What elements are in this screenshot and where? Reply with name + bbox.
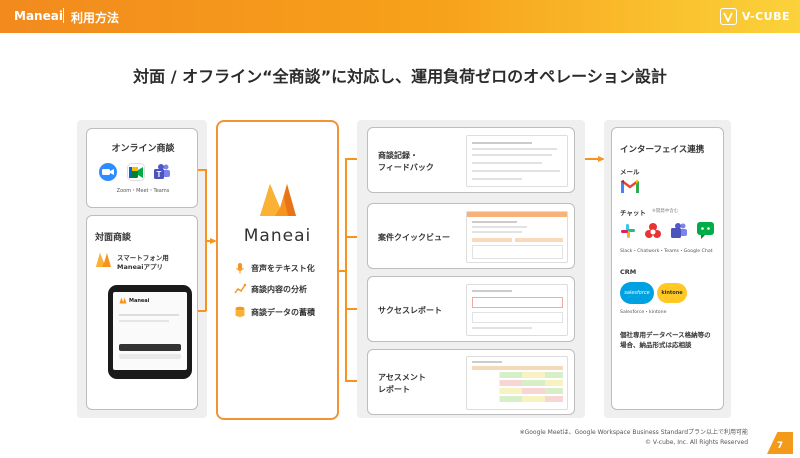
connector-output-4 bbox=[345, 380, 359, 382]
smartphone-mockup: Maneai bbox=[108, 285, 192, 379]
phone-content-line bbox=[119, 314, 179, 316]
maneai-logo-icon bbox=[258, 180, 298, 218]
custom-db-note-line1: 個社専用データベース格納等の bbox=[620, 331, 711, 339]
google-chat-icon bbox=[697, 222, 714, 239]
vcube-logo-icon bbox=[719, 8, 737, 25]
salesforce-logo-text: salesforce bbox=[624, 290, 650, 296]
chat-apps-caption: Slack・Chatwork・Teams・Google Chat bbox=[620, 249, 713, 254]
integrations-title: インターフェイス連携 bbox=[620, 145, 705, 155]
output-title-line1: サクセスレポート bbox=[378, 306, 442, 315]
header-divider bbox=[63, 8, 64, 23]
slack-icon bbox=[620, 223, 636, 239]
feature-item: 音声をテキスト化 bbox=[234, 262, 315, 274]
online-apps-caption: Zoom・Meet・Teams bbox=[116, 188, 170, 194]
output-card-assessment: アセスメント レポート bbox=[367, 349, 575, 415]
feature-label: 音声をテキスト化 bbox=[251, 263, 315, 273]
phone-app-logo: Maneai bbox=[119, 297, 149, 304]
connector-to-integrations bbox=[585, 158, 599, 160]
connector-vertical-outputs bbox=[345, 158, 347, 380]
custom-db-note-line2: 場合、納品形式は応相談 bbox=[620, 341, 692, 349]
copyright: © V-cube, Inc. All Rights Reserved bbox=[644, 439, 748, 446]
meet-icon bbox=[127, 163, 145, 181]
page-section-title: 利用方法 bbox=[71, 11, 120, 25]
app-label-line2: Maneaiアプリ bbox=[117, 263, 164, 271]
phone-secondary-button bbox=[119, 354, 181, 359]
maneai-engine-card: Maneai 音声をテキスト化 商談内容の分析 商談データの蓄積 bbox=[216, 120, 339, 420]
crm-caption: Salesforce・kintone bbox=[620, 310, 667, 315]
output-card-feedback: 商談記録・ フィードバック bbox=[367, 127, 575, 193]
phone-app-brand: Maneai bbox=[129, 297, 150, 304]
phone-record-button bbox=[119, 344, 181, 351]
connector-from-maneai bbox=[339, 270, 346, 272]
header-bar: Maneai 利用方法 V-CUBE bbox=[0, 0, 800, 33]
feature-item: 商談内容の分析 bbox=[234, 283, 307, 295]
app-label-line1: スマートフォン用 bbox=[117, 254, 169, 262]
mail-label: メール bbox=[620, 168, 640, 176]
connector-online bbox=[198, 169, 206, 171]
output-card-quickview: 案件クイックビュー bbox=[367, 203, 575, 269]
maneai-app-icon bbox=[95, 251, 112, 268]
crm-label: CRM bbox=[620, 268, 637, 276]
phone-content-line bbox=[119, 320, 169, 322]
chat-label: チャット bbox=[620, 209, 646, 217]
teams-chat-icon bbox=[670, 222, 688, 240]
connector-into-maneai bbox=[205, 240, 211, 242]
connector-offline bbox=[198, 310, 206, 312]
vcube-logo: V-CUBE bbox=[719, 8, 790, 25]
arrow-to-integrations bbox=[598, 156, 605, 162]
vcube-logo-text: V-CUBE bbox=[741, 10, 790, 23]
mic-icon bbox=[236, 263, 244, 274]
arrow-into-maneai bbox=[210, 238, 217, 244]
kintone-logo: kintone bbox=[657, 283, 687, 303]
feature-label: 商談内容の分析 bbox=[251, 284, 307, 294]
chatwork-icon bbox=[644, 222, 662, 240]
page-number: 7 bbox=[767, 432, 793, 454]
connector-output-1 bbox=[345, 158, 359, 160]
output-title-line1: アセスメント bbox=[378, 373, 426, 382]
quickview-preview bbox=[466, 211, 568, 263]
success-report-preview bbox=[466, 284, 568, 336]
phone-screen: Maneai bbox=[113, 292, 187, 370]
database-icon bbox=[235, 306, 245, 317]
chat-note: ※開発中含む bbox=[652, 209, 679, 214]
footnote: ※Google Meetは、Google Workspace Business … bbox=[519, 429, 748, 436]
output-card-success-report: サクセスレポート bbox=[367, 276, 575, 342]
gmail-icon bbox=[621, 178, 639, 193]
offline-meeting-title: 対面商談 bbox=[95, 233, 132, 243]
integrations-card bbox=[611, 127, 724, 410]
app-title: Maneai bbox=[14, 9, 63, 23]
feedback-preview bbox=[466, 135, 568, 187]
output-title-line2: フィードバック bbox=[378, 163, 434, 172]
connector-output-3 bbox=[345, 308, 359, 310]
teams-icon: T bbox=[153, 163, 171, 181]
kintone-logo-text: kintone bbox=[661, 290, 683, 296]
output-title-line2: レポート bbox=[378, 385, 410, 394]
zoom-icon bbox=[99, 163, 117, 181]
output-title-line1: 案件クイックビュー bbox=[378, 233, 450, 242]
feature-item: 商談データの蓄積 bbox=[234, 306, 315, 318]
connector-output-2 bbox=[345, 236, 359, 238]
feature-label: 商談データの蓄積 bbox=[251, 307, 315, 317]
online-meeting-title: オンライン商談 bbox=[111, 144, 175, 154]
page-headline: 対面 / オフライン“全商談”に対応し、運用負荷ゼロのオペレーション設計 bbox=[133, 67, 667, 86]
online-meeting-card: オンライン商談 T Zoom・Meet・Teams bbox=[86, 128, 198, 208]
assessment-preview bbox=[466, 356, 568, 410]
output-title-line1: 商談記録・ bbox=[378, 151, 418, 160]
analysis-icon bbox=[234, 283, 246, 294]
svg-text:T: T bbox=[157, 170, 162, 179]
maneai-brand-text: Maneai bbox=[243, 226, 312, 246]
salesforce-logo: salesforce bbox=[620, 282, 654, 304]
